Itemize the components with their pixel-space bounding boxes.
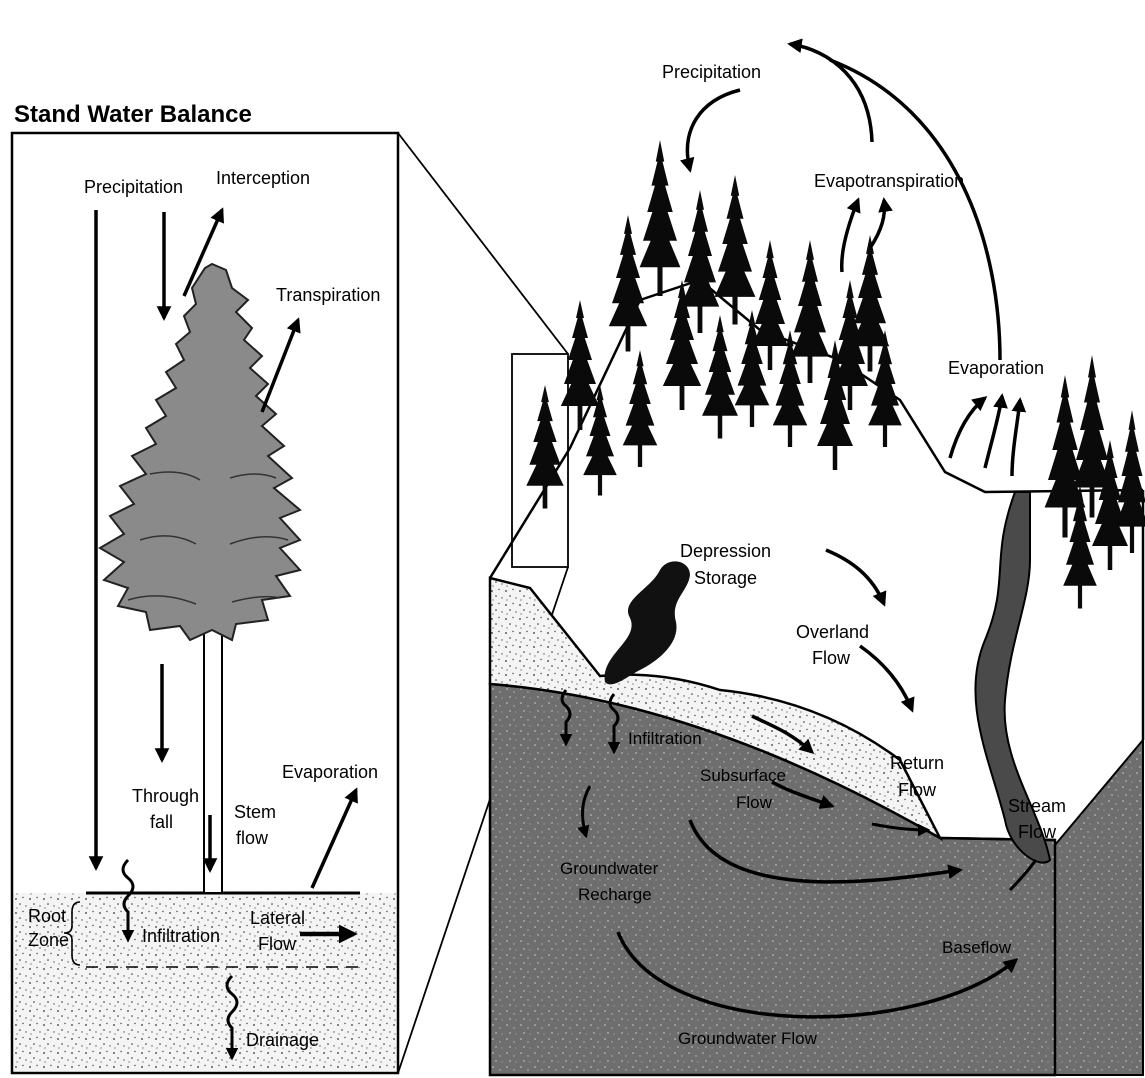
overland-flow-label-line1: Overland — [796, 622, 869, 642]
ws-evaporation-arrow-2 — [985, 396, 1002, 468]
depression-storage-label-line2: Storage — [694, 568, 757, 588]
subsurface-flow-label-line1: Subsurface — [700, 766, 786, 785]
diagram-title: Stand Water Balance — [14, 101, 252, 128]
stand-infiltration-label: Infiltration — [142, 926, 220, 946]
evapotranspiration-label: Evapotranspiration — [814, 171, 964, 191]
ws-evaporation-label: Evaporation — [948, 358, 1044, 378]
root-zone-label-line1: Root — [28, 906, 66, 926]
return-flow-label-line2: Flow — [898, 780, 937, 800]
throughfall-label-line1: Through — [132, 786, 199, 806]
ws-infiltration-label: Infiltration — [628, 729, 702, 748]
overland-flow-arrow-2 — [860, 646, 912, 710]
depression-storage-pond — [605, 561, 690, 684]
evapotranspiration-arrow-1 — [842, 200, 858, 272]
stream-flow-label-line1: Stream — [1008, 796, 1066, 816]
baseflow-label: Baseflow — [942, 938, 1012, 957]
evapotranspiration-arrow-2 — [870, 200, 884, 248]
ws-evaporation-arrow-3 — [1012, 400, 1020, 476]
return-flow-label-line1: Return — [890, 753, 944, 773]
interception-label: Interception — [216, 168, 310, 188]
transpiration-label: Transpiration — [276, 285, 380, 305]
overland-flow-label-line2: Flow — [812, 648, 851, 668]
lateral-flow-label-line1: Lateral — [250, 908, 305, 928]
depression-storage-label-line1: Depression — [680, 541, 771, 561]
lateral-flow-label-line2: Flow — [258, 934, 297, 954]
ws-evaporation-arrow-1 — [950, 398, 985, 458]
stand-evaporation-label: Evaporation — [282, 762, 378, 782]
forest-trees — [526, 140, 1145, 609]
overland-flow-arrow-1 — [826, 550, 884, 604]
stream-flow-label-line2: Flow — [1018, 822, 1057, 842]
groundwater-flow-label: Groundwater Flow — [678, 1029, 818, 1048]
block-side-face — [1055, 740, 1143, 1075]
stand-precipitation-label: Precipitation — [84, 177, 183, 197]
watershed-block: Precipitation Evapotranspiration Evapora… — [490, 44, 1145, 1075]
stemflow-label-line2: flow — [236, 828, 269, 848]
throughfall-label-line2: fall — [150, 812, 173, 832]
zoom-line-top — [398, 133, 568, 354]
stemflow-label-line1: Stem — [234, 802, 276, 822]
groundwater-recharge-label-line1: Groundwater — [560, 859, 659, 878]
drainage-label: Drainage — [246, 1030, 319, 1050]
root-zone-label-line2: Zone — [28, 930, 69, 950]
groundwater-recharge-label-line2: Recharge — [578, 885, 652, 904]
ws-precipitation-label: Precipitation — [662, 62, 761, 82]
stand-panel: Precipitation Interception Transpiration… — [12, 133, 568, 1073]
subsurface-flow-label-line2: Flow — [736, 793, 773, 812]
ws-precipitation-arrow — [687, 90, 740, 170]
